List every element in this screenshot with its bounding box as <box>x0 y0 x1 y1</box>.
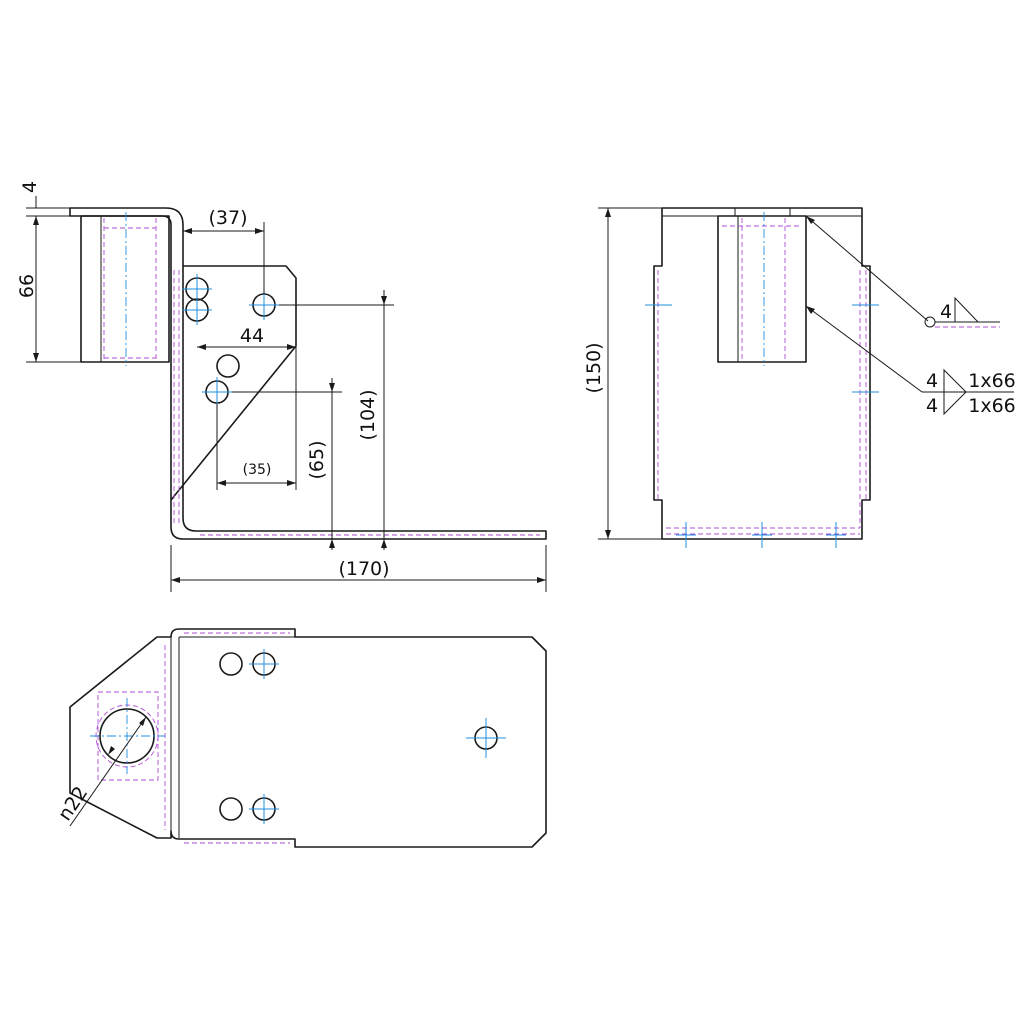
weld-size-b: 4 <box>926 395 938 417</box>
top-bore <box>90 698 165 774</box>
top-view: n22 <box>54 628 547 848</box>
dim-height-104: (104) <box>279 290 394 550</box>
dim-thickness: 4 <box>19 181 81 217</box>
weld-length-a: 1x66 <box>968 370 1016 392</box>
dim-height-65: (65) <box>232 378 342 550</box>
dim-overall-height-label: (150) <box>583 342 605 393</box>
dim-height-65-label: (65) <box>306 440 328 479</box>
dim-overall-length: (170) <box>170 545 547 592</box>
top-holes <box>219 649 506 824</box>
front-plate <box>170 265 297 501</box>
side-view: (150) 4 4 4 1x66 1x66 <box>583 207 1016 548</box>
front-view-outline <box>69 207 547 540</box>
dim-lower-hole-label: (35) <box>243 462 272 478</box>
weld-length-b: 1x66 <box>968 395 1016 417</box>
front-flange <box>80 215 170 363</box>
weld-symbol-top: 4 <box>805 215 1000 328</box>
front-holes <box>182 274 279 407</box>
dim-hole-spacing-label: 44 <box>240 325 264 347</box>
dim-flange-height: 66 <box>16 216 81 363</box>
dim-overall-length-label: (170) <box>338 558 389 580</box>
dim-height-104-label: (104) <box>357 389 379 440</box>
side-view-outline <box>653 207 871 540</box>
dim-hole-offset-label: (37) <box>208 207 247 229</box>
dim-overall-height: (150) <box>583 207 662 540</box>
weld-symbol-fillet: 4 4 1x66 1x66 <box>805 305 1016 417</box>
dim-flange-height-label: 66 <box>16 274 38 298</box>
side-hole-marks <box>645 304 879 548</box>
dim-thickness-label: 4 <box>19 181 41 193</box>
dim-bore-diameter-label: n22 <box>54 782 92 824</box>
side-slot <box>717 215 807 363</box>
weld-top-size: 4 <box>940 301 952 323</box>
front-view: 4 66 (37) 44 (35) <box>16 181 547 592</box>
weld-size-a: 4 <box>926 370 938 392</box>
dim-lower-hole: (35) <box>216 404 296 490</box>
dim-hole-spacing: 44 <box>197 325 297 490</box>
dim-hole-offset: (37) <box>183 207 265 294</box>
